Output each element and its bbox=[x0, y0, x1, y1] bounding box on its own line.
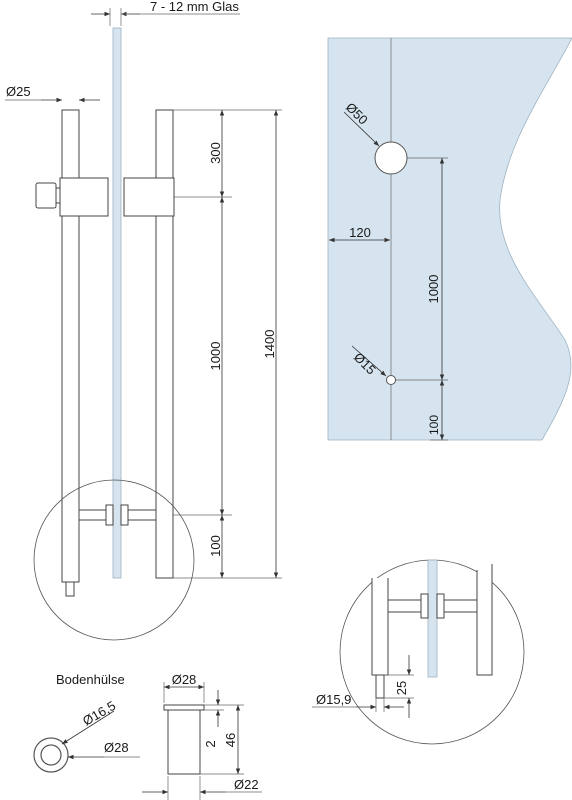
dim-300-label: 300 bbox=[208, 142, 223, 164]
detail-left-bar bbox=[371, 578, 389, 676]
lower-washer-left bbox=[105, 504, 114, 526]
sleeve-dim-46-label: 46 bbox=[223, 733, 238, 747]
sleeve-body bbox=[167, 709, 201, 775]
detail-washer-right bbox=[436, 593, 445, 619]
sleeve-flange bbox=[163, 704, 205, 711]
detail-pin bbox=[375, 674, 385, 699]
hole-small-leader bbox=[351, 345, 387, 377]
detail-rod-right bbox=[441, 599, 478, 613]
glass-thickness-label: 7 - 12 mm Glas bbox=[150, 0, 239, 14]
sleeve-dim-2-label: 2 bbox=[203, 740, 218, 747]
dim-1400-label: 1400 bbox=[262, 330, 277, 359]
bar-diameter-label: Ø25 bbox=[6, 84, 31, 99]
floor-sleeve: Bodenhülse Ø16,5 Ø28 Ø28 2 46 Ø22 bbox=[33, 672, 262, 800]
sleeve-inner-ring bbox=[40, 744, 62, 766]
detail-right-bar bbox=[476, 564, 493, 676]
detail-view: 25 Ø15,9 bbox=[312, 559, 525, 745]
upper-clamp-right bbox=[123, 177, 175, 217]
bar-pin bbox=[65, 581, 75, 597]
hole-large-leader bbox=[343, 111, 380, 147]
glass-panel-side bbox=[112, 27, 122, 579]
detail-glass bbox=[427, 559, 438, 678]
dim-100-left-label: 100 bbox=[208, 535, 223, 557]
dim-100-right-label: 100 bbox=[427, 415, 441, 435]
upper-clamp-left bbox=[59, 177, 109, 217]
dim-1000-left-label: 1000 bbox=[208, 342, 223, 371]
knob bbox=[35, 182, 57, 209]
glass-front-view: Ø50 120 Ø15 1000 100 bbox=[327, 37, 572, 441]
dim-1000-right-label: 1000 bbox=[426, 275, 441, 304]
pin-height-label: 25 bbox=[394, 681, 409, 695]
detail-circle-left bbox=[33, 479, 195, 641]
detail-washer-left bbox=[420, 593, 429, 619]
detail-rod-left bbox=[387, 599, 424, 613]
right-handle-bar bbox=[155, 109, 174, 579]
pin-diameter-label: Ø15,9 bbox=[316, 692, 351, 707]
sleeve-title: Bodenhülse bbox=[56, 672, 125, 687]
hole-large bbox=[374, 141, 408, 175]
sleeve-bottom-diameter-label: Ø22 bbox=[234, 777, 259, 792]
sleeve-inner-leader bbox=[61, 710, 115, 745]
hole-small bbox=[386, 375, 396, 385]
glass-panel-front bbox=[327, 37, 572, 441]
sleeve-top-diameter-label: Ø28 bbox=[172, 672, 197, 687]
sleeve-outer-label: Ø28 bbox=[104, 740, 129, 755]
lower-washer-right bbox=[120, 504, 129, 526]
side-view: 7 - 12 mm Glas Ø25 300 bbox=[5, 0, 282, 641]
dim-120-label: 120 bbox=[349, 225, 371, 240]
sleeve-inner-label: Ø16,5 bbox=[80, 698, 118, 729]
